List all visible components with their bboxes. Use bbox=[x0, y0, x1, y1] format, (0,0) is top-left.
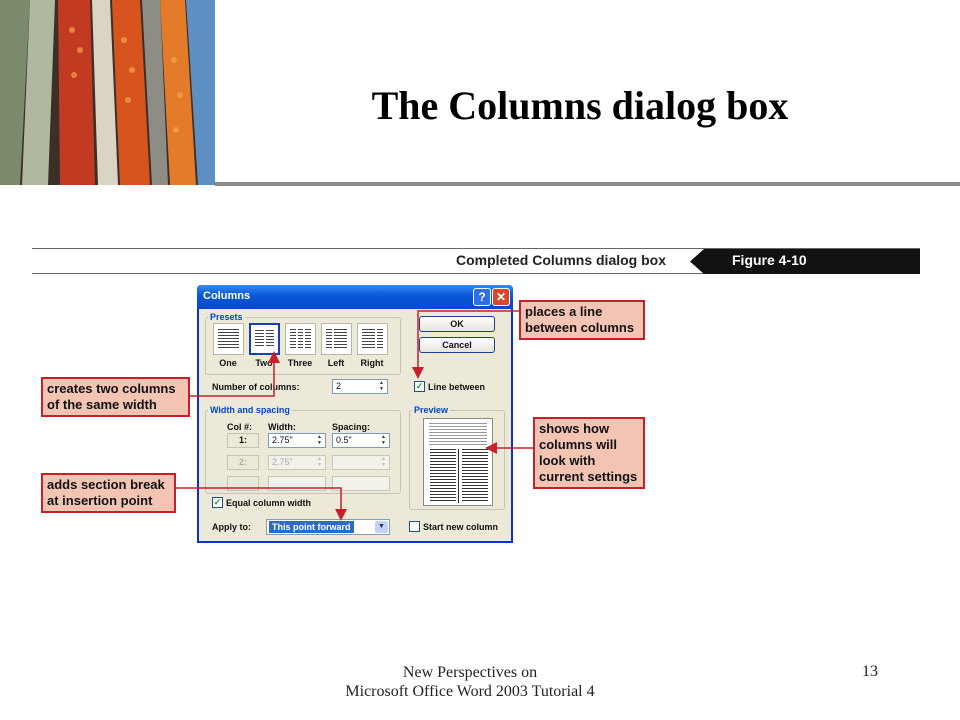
dialog-title: Columns bbox=[203, 290, 251, 302]
footer-line-2: Microsoft Office Word 2003 Tutorial 4 bbox=[345, 683, 595, 700]
presets-label: Presets bbox=[208, 312, 245, 322]
callout-section-break: adds section break at insertion point bbox=[41, 473, 176, 513]
preset-one[interactable] bbox=[213, 323, 244, 355]
preset-left[interactable] bbox=[321, 323, 352, 355]
spinner-arrows-icon: ▲▼ bbox=[381, 456, 386, 468]
preset-left-label: Left bbox=[327, 358, 345, 368]
arrow-line-between bbox=[412, 310, 519, 379]
preset-two[interactable] bbox=[249, 323, 280, 355]
columns-preview bbox=[423, 418, 493, 506]
col-1-width-value: 2.75" bbox=[272, 435, 293, 445]
figure-rule-top bbox=[32, 248, 920, 249]
number-of-columns-label: Number of columns: bbox=[212, 382, 300, 392]
col-number-1: 1: bbox=[227, 433, 259, 448]
figure-number-tab bbox=[690, 249, 920, 274]
dialog-titlebar[interactable]: Columns ? ✕ bbox=[197, 285, 513, 309]
preset-three-label: Three bbox=[287, 358, 313, 368]
figure-rule-bottom bbox=[32, 273, 920, 274]
callout-preview: shows how columns will look with current… bbox=[533, 417, 645, 489]
spinner-arrows-icon[interactable]: ▲▼ bbox=[379, 380, 384, 392]
apply-to-select[interactable]: This point forward ▼ bbox=[266, 519, 390, 535]
line-between-label: Line between bbox=[428, 382, 486, 392]
start-new-column-checkbox[interactable] bbox=[409, 521, 420, 532]
footer-line-1: New Perspectives on bbox=[402, 664, 538, 681]
width-header: Width: bbox=[268, 422, 296, 432]
preset-right-label: Right bbox=[360, 358, 384, 368]
col-1-width-spinner[interactable]: 2.75" ▲▼ bbox=[268, 433, 326, 448]
help-button[interactable]: ? bbox=[473, 288, 491, 306]
col-header: Col #: bbox=[227, 422, 253, 432]
col-2-width-value: 2.75" bbox=[272, 457, 293, 467]
spinner-arrows-icon[interactable]: ▲▼ bbox=[317, 434, 322, 446]
arrow-two-columns bbox=[190, 351, 280, 397]
building-facade-photo bbox=[0, 0, 215, 185]
cancel-button[interactable]: Cancel bbox=[419, 337, 495, 353]
equal-width-label: Equal column width bbox=[226, 498, 311, 508]
spinner-arrows-icon: ▲▼ bbox=[317, 456, 322, 468]
figure-caption: Completed Columns dialog box bbox=[456, 252, 667, 268]
header-rule bbox=[215, 182, 960, 186]
spinner-arrows-icon[interactable]: ▲▼ bbox=[381, 434, 386, 446]
equal-width-checkbox[interactable]: ✓ bbox=[212, 497, 223, 508]
preset-three[interactable] bbox=[285, 323, 316, 355]
arrow-section-break bbox=[176, 487, 347, 521]
slide-footer: New Perspectives on Microsoft Office Wor… bbox=[300, 663, 640, 701]
apply-to-label: Apply to: bbox=[212, 522, 251, 532]
chevron-down-icon[interactable]: ▼ bbox=[375, 521, 388, 533]
width-spacing-group bbox=[205, 410, 401, 494]
col-number-2: 2: bbox=[227, 455, 259, 470]
apply-to-value: This point forward bbox=[269, 521, 354, 533]
preset-right[interactable] bbox=[357, 323, 388, 355]
col-2-spacing-spinner: ▲▼ bbox=[332, 455, 390, 470]
width-spacing-label: Width and spacing bbox=[208, 405, 292, 415]
page-number: 13 bbox=[862, 663, 878, 680]
preset-one-label: One bbox=[219, 358, 237, 368]
spacing-header: Spacing: bbox=[332, 422, 371, 432]
col-2-width-spinner: 2.75" ▲▼ bbox=[268, 455, 326, 470]
presets-group bbox=[205, 317, 401, 375]
slide-title: The Columns dialog box bbox=[371, 83, 789, 128]
preview-label: Preview bbox=[412, 405, 451, 415]
line-between-checkbox[interactable]: ✓ bbox=[414, 381, 425, 392]
preset-two-label: Two bbox=[255, 358, 273, 368]
columns-dialog: Columns ? ✕ Presets One Two Three Left R… bbox=[197, 285, 513, 543]
callout-line-between: places a line between columns bbox=[519, 300, 645, 340]
close-button[interactable]: ✕ bbox=[492, 288, 510, 306]
start-new-column-label: Start new column bbox=[423, 522, 499, 532]
col-1-spacing-value: 0.5" bbox=[336, 435, 352, 445]
preview-group bbox=[409, 410, 505, 510]
col-1-spacing-spinner[interactable]: 0.5" ▲▼ bbox=[332, 433, 390, 448]
figure-number: Figure 4-10 bbox=[732, 252, 807, 268]
col-3-spacing-empty bbox=[332, 476, 390, 491]
number-of-columns-value: 2 bbox=[336, 381, 342, 391]
callout-two-columns: creates two columns of the same width bbox=[41, 377, 190, 417]
ok-button[interactable]: OK bbox=[419, 316, 495, 332]
number-of-columns-spinner[interactable]: 2 ▲▼ bbox=[332, 379, 388, 394]
